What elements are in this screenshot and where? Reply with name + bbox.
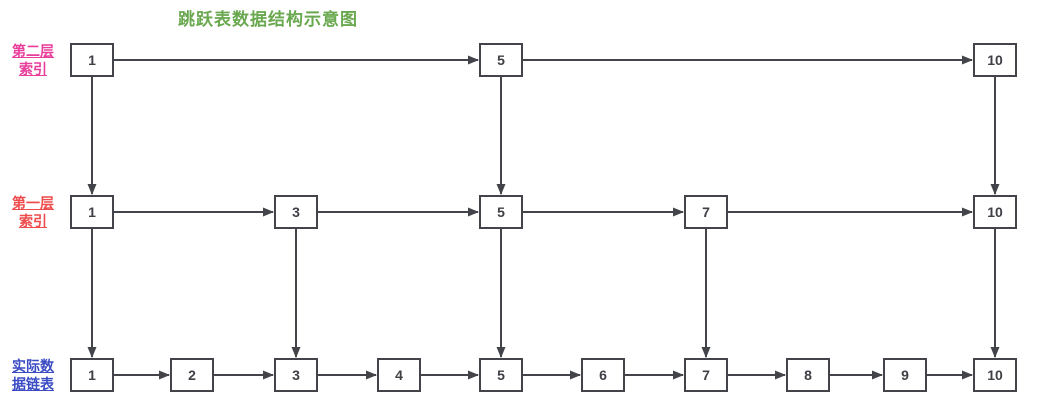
row-label-line: 第二层 xyxy=(12,43,54,59)
node-level-2-index-5: 5 xyxy=(479,43,523,77)
node-data-linked-list-9: 9 xyxy=(883,358,927,392)
row-label-level-2-index: 第二层索引 xyxy=(1,42,65,78)
row-label-line: 实际数 xyxy=(12,358,54,374)
row-label-line: 索引 xyxy=(19,213,47,229)
node-data-linked-list-4: 4 xyxy=(377,358,421,392)
node-data-linked-list-7: 7 xyxy=(684,358,728,392)
node-level-1-index-10: 10 xyxy=(973,195,1017,229)
row-label-line: 第一层 xyxy=(12,195,54,211)
node-level-2-index-1: 1 xyxy=(70,43,114,77)
node-level-2-index-10: 10 xyxy=(973,43,1017,77)
node-level-1-index-5: 5 xyxy=(479,195,523,229)
node-data-linked-list-8: 8 xyxy=(786,358,830,392)
row-label-line: 据链表 xyxy=(12,376,54,392)
node-data-linked-list-10: 10 xyxy=(973,358,1017,392)
node-data-linked-list-1: 1 xyxy=(70,358,114,392)
node-level-1-index-3: 3 xyxy=(274,195,318,229)
row-label-data-linked-list: 实际数据链表 xyxy=(1,357,65,393)
node-level-1-index-7: 7 xyxy=(684,195,728,229)
node-data-linked-list-3: 3 xyxy=(274,358,318,392)
row-label-line: 索引 xyxy=(19,61,47,77)
node-level-1-index-1: 1 xyxy=(70,195,114,229)
node-data-linked-list-5: 5 xyxy=(479,358,523,392)
node-data-linked-list-6: 6 xyxy=(581,358,625,392)
node-data-linked-list-2: 2 xyxy=(170,358,214,392)
row-label-level-1-index: 第一层索引 xyxy=(1,194,65,230)
diagram-title: 跳跃表数据结构示意图 xyxy=(178,10,358,29)
